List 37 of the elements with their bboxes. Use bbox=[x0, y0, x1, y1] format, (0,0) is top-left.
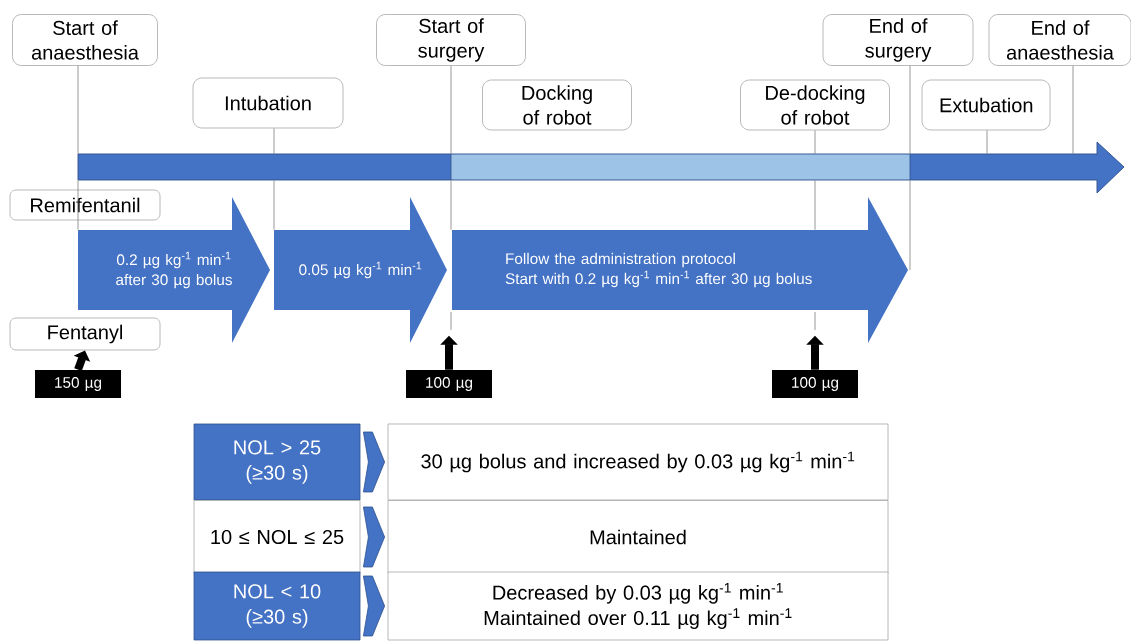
leader-line bbox=[909, 179, 911, 271]
leader-line bbox=[986, 130, 988, 155]
leader-line bbox=[814, 179, 816, 231]
leader-line bbox=[814, 130, 816, 155]
event-box: Start of anaesthesia bbox=[12, 14, 158, 66]
event-box: De-docking of robot bbox=[740, 79, 890, 131]
condition-cell: NOL < 10 (≥30 s) bbox=[193, 571, 361, 641]
condition-cell: 10 ≤ NOL ≤ 25 bbox=[193, 500, 361, 574]
event-box: Docking of robot bbox=[482, 79, 632, 131]
arrow bbox=[363, 575, 385, 637]
infusion-block: Follow the administration protocol Start with 0.2 µg kg$^{-1}$ min$^{-1}$ after 30 µg bolus bbox=[452, 197, 908, 343]
arrow bbox=[363, 506, 385, 568]
bolus-box: 100 µg bbox=[772, 370, 858, 398]
leader-line bbox=[450, 65, 452, 155]
leader-line bbox=[77, 179, 79, 231]
leader-line bbox=[77, 65, 79, 155]
event-box: End of surgery bbox=[822, 14, 974, 66]
infusion-block: 0.05 µg kg$^{-1}$ min$^{-1}$ bbox=[274, 197, 447, 343]
bolus-box: 100 µg bbox=[406, 370, 492, 398]
drug-box: Fentanyl bbox=[9, 317, 161, 351]
action-cell: Decreased by 0.03 µg kg$^{-1}$ min$^{-1}$ Maintained over 0.11 µg kg$^{-1}$ min$^{-1}$ bbox=[387, 571, 889, 641]
event-box: Intubation bbox=[192, 77, 344, 129]
bolus-box: 150 µg bbox=[35, 370, 121, 398]
leader-line bbox=[450, 179, 452, 231]
arrow bbox=[363, 431, 385, 493]
event-box: Start of surgery bbox=[376, 14, 526, 66]
event-box: End of anaesthesia bbox=[988, 14, 1131, 66]
leader-line bbox=[273, 128, 275, 155]
action-cell: Maintained bbox=[387, 500, 889, 574]
leader-line bbox=[273, 179, 275, 231]
event-box: Extubation bbox=[921, 79, 1051, 131]
action-cell: 30 µg bolus and increased by 0.03 µg kg$^{-1}$ min$^{-1}$ bbox=[387, 423, 889, 501]
drug-box: Remifentanil bbox=[9, 189, 161, 221]
leader-line bbox=[1072, 65, 1074, 155]
condition-cell: NOL > 25 (≥30 s) bbox=[193, 423, 361, 501]
leader-line bbox=[909, 65, 911, 155]
timeline-arrow bbox=[77, 141, 1125, 194]
